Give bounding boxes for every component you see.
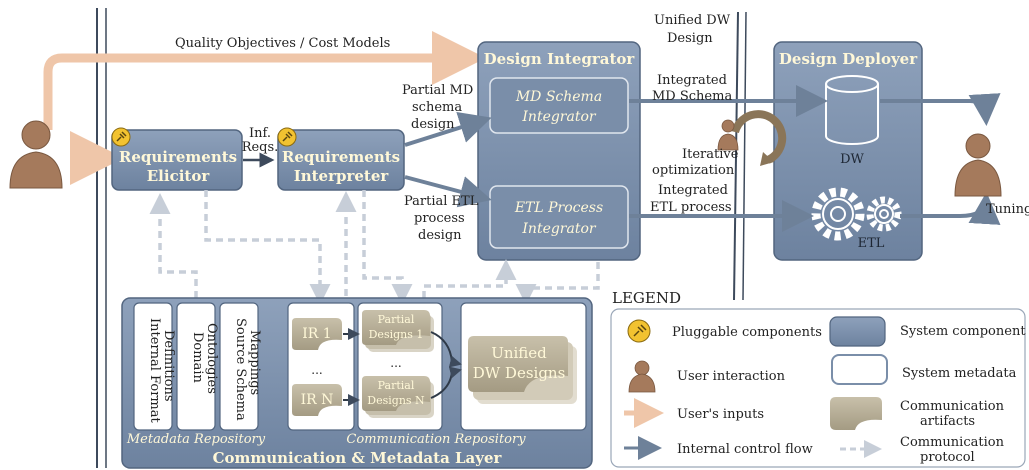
user-input-arrows [43, 31, 486, 185]
svg-text:Mappings: Mappings [247, 330, 262, 395]
svg-text:DW Designs: DW Designs [473, 364, 566, 382]
svg-text:Source Schema: Source Schema [233, 318, 248, 421]
svg-text:Integrator: Integrator [521, 109, 597, 125]
layer-title: Communication & Metadata Layer [213, 449, 503, 467]
etl-process-integrator[interactable]: ETL Process Integrator [489, 185, 629, 249]
internal-format-definitions[interactable] [133, 302, 173, 431]
requirements-interpreter[interactable]: Requirements Interpreter [277, 129, 405, 191]
svg-text:protocol: protocol [920, 450, 975, 465]
svg-text:Partial: Partial [378, 379, 415, 392]
inf-reqs-label: Inf. [249, 126, 271, 141]
md-schema-integrator[interactable]: MD Schema Integrator [489, 77, 629, 134]
partial-md-label: Partial MD [402, 83, 473, 98]
legend-title: LEGEND [612, 289, 681, 307]
integrated-etl-label: Integrated [658, 183, 728, 198]
svg-text:IR 1: IR 1 [302, 326, 331, 342]
svg-text:Design Deployer: Design Deployer [779, 50, 918, 68]
database-icon [825, 75, 879, 145]
svg-text:IR N: IR N [301, 392, 334, 408]
ir-1-artifact[interactable] [292, 318, 342, 350]
svg-text:...: ... [390, 356, 401, 370]
integrators-to-deployer-arrows [629, 85, 1001, 232]
iterative-optimization-label: Iterative [682, 147, 739, 162]
domain-ontologies[interactable] [176, 302, 216, 431]
etl-label: ETL [858, 236, 885, 251]
interpreter-to-integrators-arrows [404, 111, 492, 208]
integrated-md-label: Integrated [657, 73, 727, 88]
legend-user-icon [628, 360, 656, 393]
svg-text:Communication: Communication [900, 399, 1005, 414]
communication-repository: Communication Repository IR 1 ... IR N P… [287, 302, 587, 447]
svg-text:design: design [418, 228, 462, 243]
legend-system-metadata-swatch [831, 354, 888, 385]
svg-text:User interaction: User interaction [677, 369, 786, 384]
partial-etl-label: Partial ETL [404, 194, 479, 209]
svg-text:Communication: Communication [900, 435, 1005, 450]
gears-icon [811, 187, 902, 241]
svg-text:Internal control flow: Internal control flow [677, 442, 813, 457]
communication-repository-label: Communication Repository [346, 432, 526, 447]
svg-text:...: ... [311, 363, 322, 377]
svg-text:Unified: Unified [491, 344, 547, 362]
metadata-repository: Internal Format Definitions Domain Ontol… [126, 302, 266, 447]
svg-text:Pluggable components: Pluggable components [672, 325, 822, 340]
source-schema-mappings[interactable] [219, 302, 259, 431]
partial-designs-n-artifact[interactable]: Partial Designs N [362, 376, 434, 418]
svg-text:optimization: optimization [652, 163, 735, 178]
requirements-elicitor[interactable]: Requirements Elicitor [111, 129, 243, 191]
svg-text:Elicitor: Elicitor [147, 167, 211, 185]
svg-text:artifacts: artifacts [920, 414, 975, 429]
svg-text:process: process [414, 211, 465, 226]
legend: Pluggable components System component Us… [610, 308, 1026, 468]
svg-text:Designs N: Designs N [367, 394, 425, 407]
legend-system-component-swatch [829, 316, 886, 347]
svg-text:Interpreter: Interpreter [294, 167, 390, 185]
svg-text:Reqs.: Reqs. [242, 140, 279, 155]
svg-text:Internal Format: Internal Format [147, 318, 162, 423]
svg-text:Definitions: Definitions [161, 330, 176, 402]
svg-text:Integrator: Integrator [521, 221, 597, 237]
svg-text:Design Integrator: Design Integrator [484, 50, 636, 68]
svg-text:Requirements: Requirements [119, 148, 237, 166]
svg-text:design: design [411, 117, 455, 132]
svg-text:User's inputs: User's inputs [677, 407, 764, 422]
metadata-repository-label: Metadata Repository [126, 432, 266, 447]
tuning-label: Tuning [986, 202, 1029, 217]
communication-protocol-arrows [149, 190, 600, 305]
partial-designs-1-artifact[interactable]: Partial Designs 1 [362, 310, 434, 352]
iterative-optimization-icon [717, 110, 787, 166]
ir-n-artifact[interactable] [292, 384, 342, 416]
svg-text:MD Schema: MD Schema [515, 89, 602, 105]
quality-objectives-label: Quality Objectives / Cost Models [175, 36, 390, 51]
unified-dw-design-label: Unified DW [654, 13, 731, 28]
tuning-user-icon[interactable] [954, 133, 1002, 197]
dw-label: DW [840, 152, 864, 167]
svg-text:Requirements: Requirements [282, 148, 400, 166]
user-person-icon[interactable] [9, 120, 63, 189]
unified-dw-designs-artifact[interactable]: Unified DW Designs [468, 336, 577, 404]
svg-text:System component: System component [900, 324, 1026, 339]
boundary-lines [96, 8, 747, 468]
pluggable-icon [111, 127, 131, 147]
svg-text:Design: Design [667, 31, 713, 46]
svg-text:System metadata: System metadata [902, 366, 1017, 381]
svg-text:ETL process: ETL process [650, 200, 732, 215]
svg-text:Ontologies: Ontologies [204, 323, 219, 394]
svg-text:Domain: Domain [190, 332, 205, 383]
svg-text:Designs 1: Designs 1 [369, 328, 424, 341]
design-deployer[interactable]: Design Deployer [773, 41, 923, 261]
svg-text:schema: schema [412, 100, 462, 115]
svg-text:MD Schema: MD Schema [652, 89, 732, 104]
legend-artifact-swatch [830, 397, 882, 430]
svg-text:ETL Process: ETL Process [514, 200, 603, 216]
svg-text:Partial: Partial [378, 313, 415, 326]
pluggable-icon [277, 127, 297, 147]
